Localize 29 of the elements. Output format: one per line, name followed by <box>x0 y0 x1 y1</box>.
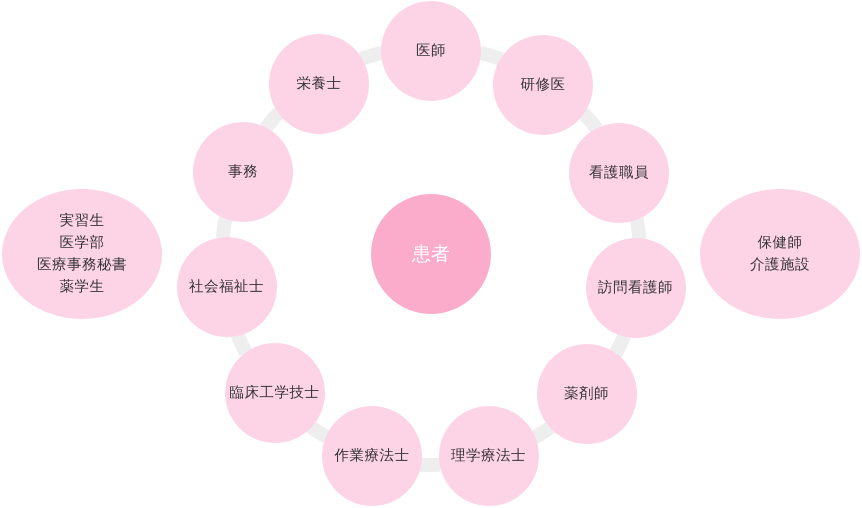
node-label: 事務 <box>228 163 258 182</box>
connector-arc <box>260 108 284 133</box>
node-label: 介護施設 <box>750 256 810 275</box>
connector-arc <box>630 218 646 240</box>
node-label: 研修医 <box>520 76 566 95</box>
node-label: 臨床工学技士 <box>230 384 320 402</box>
node-label: 訪問看護師 <box>598 278 673 298</box>
node-label: 保健師 <box>758 234 802 253</box>
node-label: 理学療法士 <box>451 446 526 466</box>
node-label: 医療事務秘書 <box>37 256 127 275</box>
node-label: 栄養士 <box>296 75 342 94</box>
connector-arc <box>216 216 232 239</box>
connector-arc <box>609 332 631 358</box>
connector-arc <box>306 420 330 444</box>
node-label: 作業療法士 <box>334 446 410 466</box>
node-label: 実習生 <box>60 212 104 231</box>
connector-arc <box>420 458 440 472</box>
connector-arc <box>230 332 252 356</box>
node-label: 看護職員 <box>589 164 649 183</box>
node-label: 医師 <box>416 42 446 61</box>
connector-arc <box>578 108 603 134</box>
node-label: 薬学生 <box>60 278 104 297</box>
node-label: 社会福祉士 <box>189 278 264 297</box>
connector-arc <box>530 421 555 444</box>
node-label: 患者 <box>412 243 450 265</box>
connector-arc <box>478 46 504 66</box>
connector-arc <box>358 46 384 66</box>
node-label: 薬剤師 <box>564 384 609 404</box>
node-label: 医学部 <box>60 234 104 253</box>
